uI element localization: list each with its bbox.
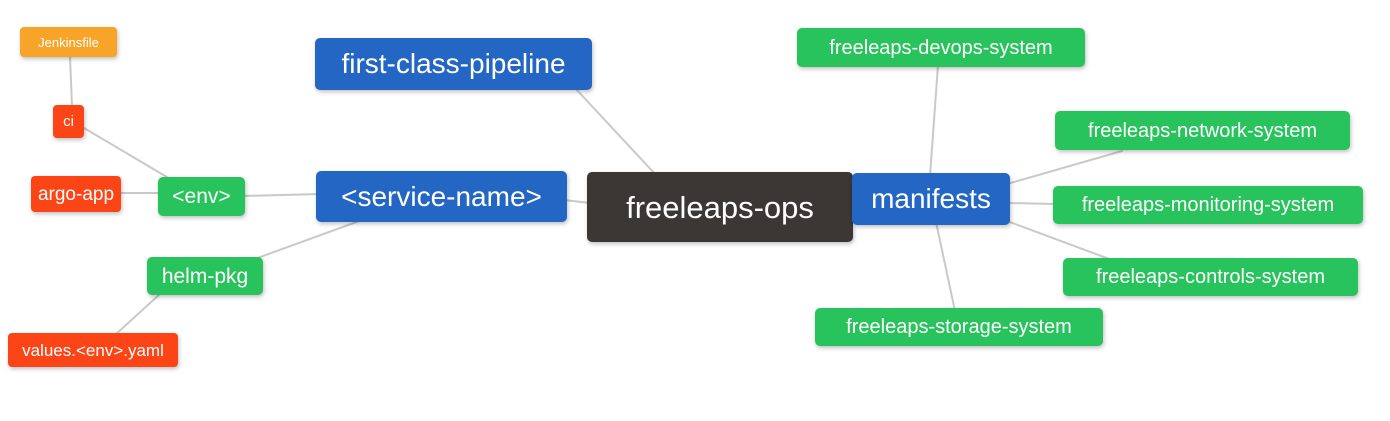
- node-values-env-yaml: values.<env>.yaml: [8, 333, 178, 367]
- node-service-name: <service-name>: [316, 171, 567, 222]
- node-devops-system: freeleaps-devops-system: [797, 28, 1085, 67]
- edge-manifests-storage: [935, 221, 956, 312]
- node-manifests: manifests: [852, 173, 1010, 225]
- edge-jenkinsfile-ci: [69, 56, 73, 107]
- edge-manifests-network: [1006, 150, 1123, 185]
- node-env-label: <env>: [172, 185, 231, 208]
- edge-values-helm-pkg: [114, 292, 162, 336]
- node-env: <env>: [158, 177, 245, 216]
- node-first-class-pipeline: first-class-pipeline: [315, 38, 592, 90]
- edge-ci-env: [83, 127, 173, 181]
- node-monitoring-system: freeleaps-monitoring-system: [1053, 186, 1363, 224]
- node-jenkinsfile-label: Jenkinsfile: [38, 34, 99, 50]
- node-values-env-yaml-label: values.<env>.yaml: [22, 340, 164, 360]
- node-controls-system-label: freeleaps-controls-system: [1096, 266, 1325, 288]
- node-monitoring-system-label: freeleaps-monitoring-system: [1081, 194, 1335, 216]
- node-freeleaps-ops-label: freeleaps-ops: [626, 189, 814, 225]
- node-jenkinsfile: Jenkinsfile: [20, 27, 117, 57]
- edge-env-service-name: [241, 193, 321, 197]
- node-argo-app-label: argo-app: [37, 183, 115, 205]
- edge-service-name-freeleaps-ops: [563, 199, 591, 204]
- node-controls-system: freeleaps-controls-system: [1063, 258, 1358, 296]
- node-first-class-pipeline-label: first-class-pipeline: [341, 48, 566, 79]
- node-argo-app: argo-app: [31, 176, 121, 212]
- edge-manifests-controls: [1006, 220, 1113, 261]
- edge-manifests-monitoring: [1006, 202, 1057, 205]
- edge-helm-pkg-service-name: [251, 219, 363, 261]
- node-ci-label: ci: [63, 113, 74, 130]
- edge-manifests-devops: [929, 64, 939, 177]
- node-manifests-label: manifests: [871, 183, 991, 214]
- node-network-system: freeleaps-network-system: [1055, 111, 1350, 150]
- edge-pipeline-freeleaps-ops: [574, 87, 657, 176]
- node-network-system-label: freeleaps-network-system: [1088, 119, 1317, 142]
- node-service-name-label: <service-name>: [341, 180, 542, 212]
- node-storage-system: freeleaps-storage-system: [815, 308, 1103, 346]
- node-helm-pkg: helm-pkg: [147, 257, 263, 295]
- node-freeleaps-ops: freeleaps-ops: [587, 172, 853, 242]
- node-ci: ci: [53, 105, 84, 138]
- node-storage-system-label: freeleaps-storage-system: [846, 316, 1072, 338]
- node-helm-pkg-label: helm-pkg: [161, 264, 249, 288]
- node-devops-system-label: freeleaps-devops-system: [829, 36, 1053, 59]
